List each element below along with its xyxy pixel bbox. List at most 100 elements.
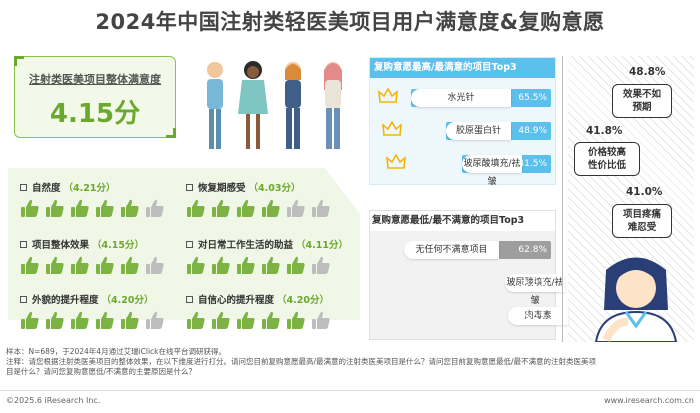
thumbs-up-icon: [95, 310, 115, 330]
bar-value-label: 62.8%: [518, 245, 547, 255]
thumbs-up-icon: [311, 255, 331, 275]
dimension-score: （4.15分）: [92, 240, 144, 251]
thumbs-up-icon: [45, 198, 65, 218]
thumbs-up-icon: [45, 310, 65, 330]
thumbs-up-icon: [211, 198, 231, 218]
bar-category-label: 玻尿酸填充/祛皱: [462, 155, 522, 187]
copyright: ©2025.6 iResearch Inc.: [6, 396, 101, 405]
reason-pct: 41.0%: [626, 186, 663, 198]
thumbs-up-icon: [70, 255, 90, 275]
thumbs-up-icon: [186, 310, 206, 330]
thumbs-up-icon: [45, 255, 65, 275]
thumbs-up-icon: [120, 310, 140, 330]
thumbs-up-icon: [20, 255, 40, 275]
crown-icon: [382, 121, 402, 136]
dimension-label: 恢复期感受: [198, 183, 246, 194]
bar-category-label: 玻尿酸填充/祛皱: [505, 274, 565, 306]
low-top3-card: 复购意愿最低/最不满意的项目Top3 无任何不满意项目 62.8% 玻尿酸填充/祛皱…: [369, 210, 568, 340]
bar-row: 胶原蛋白针 48.9%: [370, 119, 557, 143]
women-illustration: [207, 61, 342, 149]
dimension-item: 项目整体效果（4.15分）: [20, 237, 170, 275]
dimension-label: 自然度: [32, 183, 61, 194]
high-top3-header: 复购意愿最高/最满意的项目Top3: [370, 58, 555, 78]
bar-value-label: 41.5%: [518, 159, 547, 169]
dimension-score: （4.20分）: [101, 295, 154, 306]
square-icon: [186, 295, 193, 303]
bar-value-label: 14.5%: [518, 311, 547, 321]
notes: 样本：N=689，于2024年4月通过艾瑞iClick在线平台调研获得。 注释：…: [6, 347, 597, 376]
square-icon: [186, 240, 193, 248]
square-icon: [20, 183, 27, 191]
thumbs-up-icon: [120, 198, 140, 218]
thumbs-up-icon: [286, 310, 306, 330]
thumbs-up-icon: [236, 198, 256, 218]
high-top3-card: 复购意愿最高/最满意的项目Top3 水光针 65.5% 胶原蛋白针 48.9% 玻尿酸填…: [369, 57, 557, 187]
dimension-score: （4.03分）: [248, 183, 301, 194]
thumbs-up-icon: [211, 255, 231, 275]
dimension-score: （4.20分）: [277, 295, 329, 306]
dimension-score: （4.11分）: [296, 240, 348, 251]
thumbs-up-icon: [236, 310, 256, 330]
thumbs-up-icon: [286, 255, 306, 275]
bar-row: 无任何不满意项目 62.8%: [370, 239, 557, 261]
thumbs-up-icon: [261, 255, 281, 275]
thumbs-up-icon: [236, 255, 256, 275]
footer-divider: [0, 390, 700, 391]
dimension-item: 自然度（4.21分）: [20, 180, 170, 218]
dimension-item: 外貌的提升程度（4.20分）: [20, 292, 170, 330]
overall-score-label: 注射类医美项目整体满意度: [29, 73, 161, 86]
reason-box: 项目疼痛难忍受: [612, 204, 672, 238]
thumbs-up-icon: [145, 310, 165, 330]
bar-value-label: 65.5%: [518, 93, 547, 103]
square-icon: [20, 240, 27, 248]
page-title: 2024年中国注射类轻医美项目用户满意度&复购意愿: [95, 10, 605, 34]
thumbs-up-icon: [145, 255, 165, 275]
thumbs-up-icon: [286, 198, 306, 218]
bar-category-label: 水光针: [411, 89, 511, 107]
divider: [562, 56, 563, 342]
thumbs-up-icon: [145, 198, 165, 218]
thumbs-up-icon: [186, 255, 206, 275]
dimension-item: 对日常工作生活的助益（4.11分）: [186, 237, 348, 275]
thumbs-up-icon: [70, 198, 90, 218]
thumbs-up-icon: [20, 310, 40, 330]
square-icon: [186, 183, 193, 191]
dimension-label: 对日常工作生活的助益: [198, 240, 294, 251]
reason-box: 效果不如预期: [612, 84, 672, 118]
website: www.iresearch.com.cn: [604, 396, 694, 405]
thumbs-up-icon: [95, 255, 115, 275]
dimension-label: 外貌的提升程度: [32, 295, 99, 306]
square-icon: [20, 295, 27, 303]
reason-pct: 41.8%: [586, 125, 623, 137]
bar-category-label: 无任何不满意项目: [404, 241, 499, 259]
dimension-item: 恢复期感受（4.03分）: [186, 180, 336, 218]
thumbs-up-icon: [261, 198, 281, 218]
thumbs-up-icon: [261, 310, 281, 330]
low-top3-header: 复购意愿最低/最不满意的项目Top3: [370, 211, 555, 231]
bar-row: 水光针 65.5%: [370, 86, 557, 110]
crown-icon: [378, 88, 398, 103]
bar-value-label: 16.0%: [518, 278, 547, 288]
thinking-girl-illustration: [594, 257, 678, 342]
reason-pct: 48.8%: [629, 66, 666, 78]
bar-value-label: 48.9%: [518, 126, 547, 136]
bar-category-label: 肉毒素: [508, 307, 568, 325]
dimension-score: （4.21分）: [63, 183, 116, 194]
thumbs-up-icon: [20, 198, 40, 218]
bar-category-label: 胶原蛋白针: [446, 122, 511, 140]
thumbs-up-icon: [311, 198, 331, 218]
thumbs-up-icon: [120, 255, 140, 275]
thumbs-up-icon: [186, 198, 206, 218]
dimension-label: 自信心的提升程度: [198, 295, 275, 306]
overall-score-card: 注射类医美项目整体满意度 4.15分: [14, 56, 176, 138]
dimension-item: 自信心的提升程度（4.20分）: [186, 292, 336, 330]
dimension-label: 项目整体效果: [32, 240, 90, 251]
reason-box: 价格较高性价比低: [574, 142, 640, 176]
thumbs-up-icon: [70, 310, 90, 330]
thumbs-up-icon: [311, 310, 331, 330]
dimension-scores-panel: [8, 168, 360, 320]
thumbs-up-icon: [95, 198, 115, 218]
